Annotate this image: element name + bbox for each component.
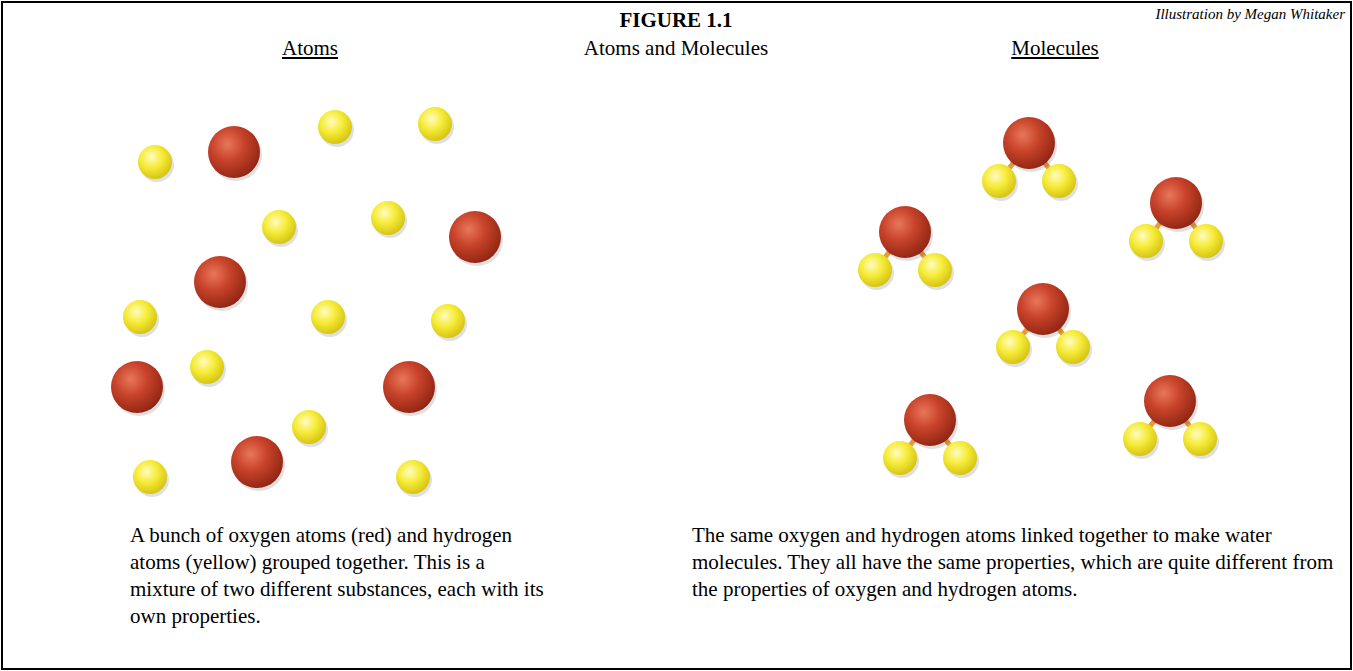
oxygen-atom (383, 361, 437, 416)
atom-ball (858, 253, 892, 287)
bond-lines (875, 143, 1206, 458)
atom-ball (133, 460, 167, 494)
oxygen-atom (111, 361, 165, 416)
hydrogen-atom (996, 330, 1032, 367)
atom-ball (1150, 177, 1202, 229)
atom-ball (371, 201, 405, 235)
hydrogen-atom (311, 300, 347, 337)
atom-ball (231, 436, 283, 488)
hydrogen-atom (418, 107, 454, 144)
oxygen-atom (904, 394, 958, 449)
oxygen-atom (194, 256, 248, 311)
hydrogen-atom (858, 253, 894, 290)
atom-ball (1042, 164, 1076, 198)
hydrogen-atom (982, 164, 1018, 201)
hydrogen-atom (133, 460, 169, 497)
hydrogen-atom (138, 145, 174, 182)
atom-ball (123, 300, 157, 334)
atom-balls (111, 107, 1225, 497)
hydrogen-atom (943, 441, 979, 478)
oxygen-atom (449, 211, 503, 266)
hydrogen-atom (371, 201, 407, 238)
oxygen-atom (1003, 117, 1057, 172)
panel-heading: Atoms (160, 36, 460, 61)
atom-ball (194, 256, 246, 308)
atom-ball (1123, 422, 1157, 456)
atom-ball (1056, 330, 1090, 364)
panel-caption: The same oxygen and hydrogen atoms linke… (692, 522, 1347, 603)
atom-ball (918, 253, 952, 287)
atom-ball (883, 441, 917, 475)
atom-ball (996, 330, 1030, 364)
atom-ball (982, 164, 1016, 198)
hydrogen-atom (883, 441, 919, 478)
hydrogen-atom (1183, 422, 1219, 459)
atom-ball (1144, 375, 1196, 427)
atom-ball (431, 304, 465, 338)
atom-ball (1003, 117, 1055, 169)
oxygen-atom (231, 436, 285, 491)
atom-ball (1189, 224, 1223, 258)
hydrogen-atom (292, 410, 328, 447)
oxygen-atom (208, 126, 262, 181)
atom-ball (1017, 283, 1069, 335)
hydrogen-atom (1056, 330, 1092, 367)
hydrogen-atom (1189, 224, 1225, 261)
atom-ball (943, 441, 977, 475)
hydrogen-atom (1129, 224, 1165, 261)
hydrogen-atom (431, 304, 467, 341)
atom-ball (396, 460, 430, 494)
hydrogen-atom (396, 460, 432, 497)
oxygen-atom (879, 206, 933, 261)
hydrogen-atom (918, 253, 954, 290)
hydrogen-atom (1123, 422, 1159, 459)
oxygen-atom (1017, 283, 1071, 338)
atom-ball (1129, 224, 1163, 258)
atom-ball (190, 350, 224, 384)
hydrogen-atom (123, 300, 159, 337)
atom-ball (311, 300, 345, 334)
oxygen-atom (1144, 375, 1198, 430)
atom-ball (418, 107, 452, 141)
atom-ball (111, 361, 163, 413)
atom-ball (262, 210, 296, 244)
panel-caption: A bunch of oxygen atoms (red) and hydrog… (130, 522, 550, 630)
hydrogen-atom (262, 210, 298, 247)
atom-ball (208, 126, 260, 178)
credit-note: Illustration by Megan Whitaker (1155, 6, 1345, 23)
atom-ball (138, 145, 172, 179)
atom-ball (904, 394, 956, 446)
figure-title: FIGURE 1.1 (376, 8, 976, 33)
atom-ball (318, 110, 352, 144)
atom-ball (1183, 422, 1217, 456)
atom-ball (449, 211, 501, 263)
hydrogen-atom (318, 110, 354, 147)
panel-heading: Molecules (905, 36, 1205, 61)
oxygen-atom (1150, 177, 1204, 232)
atom-ball (292, 410, 326, 444)
figure-subtitle: Atoms and Molecules (376, 36, 976, 61)
atom-ball (383, 361, 435, 413)
atom-ball (879, 206, 931, 258)
hydrogen-atom (1042, 164, 1078, 201)
hydrogen-atom (190, 350, 226, 387)
